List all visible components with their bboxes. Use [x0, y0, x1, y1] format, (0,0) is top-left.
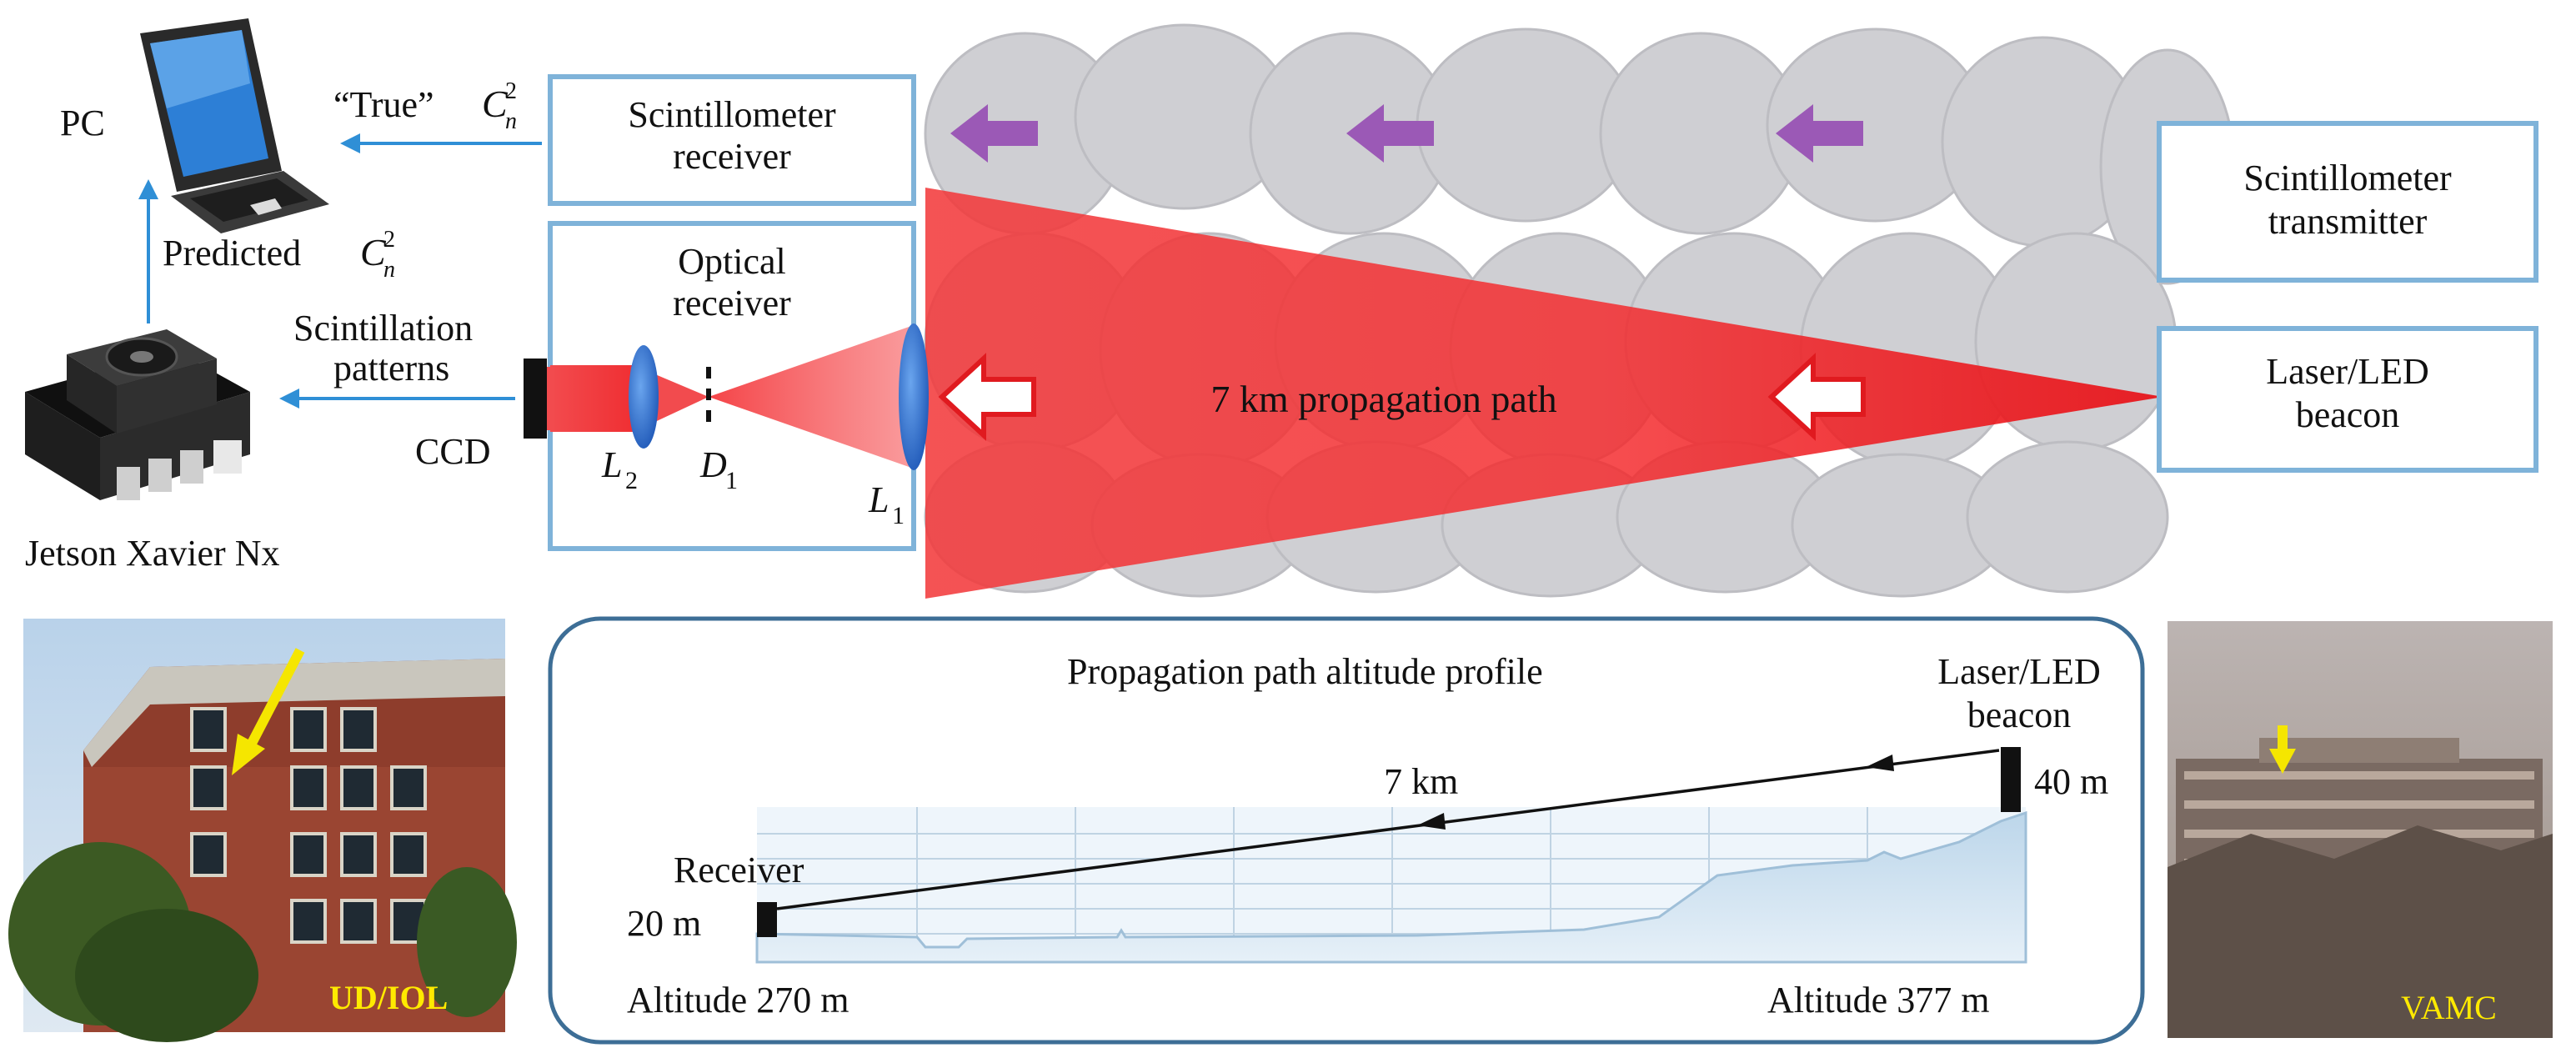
l1-label: L — [868, 479, 889, 520]
pc-laptop-icon — [140, 18, 329, 233]
pc-label: PC — [60, 103, 105, 143]
l1-sub: 1 — [892, 502, 905, 529]
receiver-height: 20 m — [627, 903, 701, 944]
converging-cone — [709, 325, 914, 469]
profile-path-line — [776, 749, 2000, 910]
propagation-beam — [925, 188, 2163, 599]
true-cn2-prefix: “True” — [333, 84, 434, 125]
altitude-right: Altitude 377 m — [1767, 980, 1989, 1020]
true-cn2-symbol: C — [482, 83, 509, 125]
scint-receiver-line1: Scintillometer — [628, 94, 836, 135]
beacon-line2: beacon — [2296, 394, 2400, 435]
predicted-cn2-sup: 2 — [383, 227, 395, 253]
scint-transmitter-line2: transmitter — [2268, 201, 2428, 242]
vamc-label: VAMC — [2401, 989, 2497, 1026]
vamc-photo — [2168, 621, 2553, 1038]
predicted-prefix: Predicted — [163, 233, 301, 273]
predicted-cn2-sub: n — [383, 257, 395, 283]
true-cn2-sub: n — [505, 108, 517, 134]
beacon-height: 40 m — [2034, 761, 2108, 802]
l2-sub: 2 — [625, 467, 638, 494]
ccd-label: CCD — [415, 431, 490, 472]
scint-transmitter-line1: Scintillometer — [2243, 158, 2452, 198]
lens-l2 — [629, 345, 659, 449]
receiver-label: Receiver — [674, 850, 804, 890]
distance-label: 7 km — [1384, 761, 1458, 802]
jetson-board-icon — [25, 329, 250, 500]
scint-patterns-line2: patterns — [333, 348, 449, 389]
receiver-marker — [757, 902, 777, 937]
d1-sub: 1 — [725, 467, 738, 494]
altitude-left: Altitude 270 m — [627, 980, 849, 1020]
jetson-label: Jetson Xavier Nx — [25, 533, 280, 574]
d1-label: D — [699, 444, 727, 485]
profile-title: Propagation path altitude profile — [1067, 651, 1543, 692]
scintillometer-transmitter-box — [2157, 121, 2538, 283]
signal-arrows — [138, 133, 542, 409]
beam-direction-arrows — [938, 353, 1866, 441]
path-label: 7 km propagation path — [1210, 378, 1556, 420]
scintillometer-arrows — [950, 104, 1863, 163]
predicted-cn2-symbol: C — [360, 231, 387, 273]
beacon-line1: Laser/LED — [2266, 351, 2428, 392]
l2-label: L — [601, 444, 622, 485]
optical-receiver-line2: receiver — [673, 283, 791, 323]
scintillometer-receiver-box — [548, 74, 916, 206]
true-cn2-sup: 2 — [505, 78, 517, 104]
ccd-sensor — [524, 359, 547, 439]
optical-receiver-line1: Optical — [678, 241, 786, 282]
profile-beacon-line2: beacon — [1967, 694, 2072, 735]
scint-patterns-line1: Scintillation — [293, 308, 473, 348]
scint-receiver-line2: receiver — [673, 136, 791, 177]
ud-iol-label: UD/IOL — [329, 979, 448, 1016]
profile-beacon-line1: Laser/LED — [1937, 651, 2100, 692]
lens-l1 — [899, 323, 929, 470]
laser-beacon-box — [2157, 326, 2538, 473]
ud-iol-photo — [8, 619, 517, 1042]
beacon-marker — [2001, 747, 2021, 812]
